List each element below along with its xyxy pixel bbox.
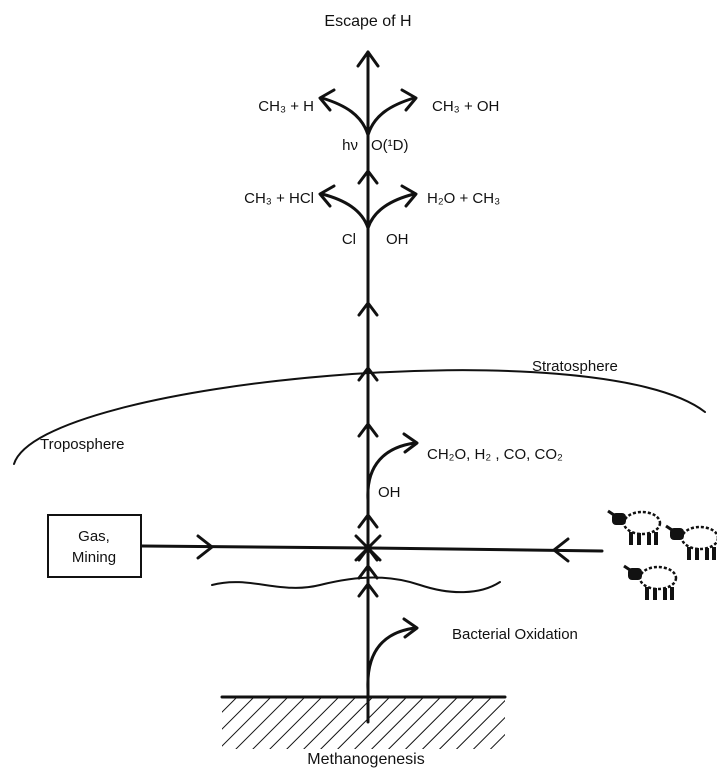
branch-cl [320, 192, 370, 230]
livestock-source-line [366, 546, 604, 553]
tropopause-curve [13, 369, 706, 465]
label-h2o-ch3: H₂O + CH₃ [427, 190, 500, 207]
sheep-icon [622, 564, 678, 602]
label-o1d: O(¹D) [371, 137, 409, 154]
branch-oh-upper [366, 192, 416, 230]
label-ch3-oh: CH₃ + OH [432, 98, 499, 115]
label-ch3-h: CH₃ + H [258, 98, 314, 115]
label-methanogenesis: Methanogenesis [307, 751, 424, 768]
label-bacterial: Bacterial Oxidation [452, 626, 578, 643]
label-cl: Cl [342, 231, 356, 248]
water-surface [211, 576, 501, 594]
sheep-icon [664, 524, 717, 562]
label-hv: hν [342, 137, 358, 154]
label-tropo-products: CH₂O, H₂ , CO, CO₂ [427, 446, 563, 463]
branch-bacterial [366, 626, 417, 692]
branch-o1d [366, 96, 416, 137]
label-oh-lower: OH [378, 484, 401, 501]
gas-source-line [140, 544, 370, 550]
branch-hv [320, 96, 370, 137]
label-escape: Escape of H [324, 13, 411, 30]
label-oh-upper: OH [386, 231, 409, 248]
ground-hatch [222, 697, 505, 749]
branch-oh-lower [366, 441, 417, 502]
junction-cross [354, 534, 382, 562]
label-stratosphere: Stratosphere [532, 358, 618, 375]
top-arrowhead [356, 50, 380, 68]
sheep-icon [606, 509, 662, 547]
gas-mining-box [47, 514, 142, 578]
gas-arrowhead [196, 534, 214, 560]
label-gas: Gas, [78, 528, 110, 545]
label-ch3-hcl: CH₃ + HCl [244, 190, 314, 207]
label-mining: Mining [72, 549, 116, 566]
label-troposphere: Troposphere [40, 436, 125, 453]
livestock-arrowhead [552, 537, 570, 563]
